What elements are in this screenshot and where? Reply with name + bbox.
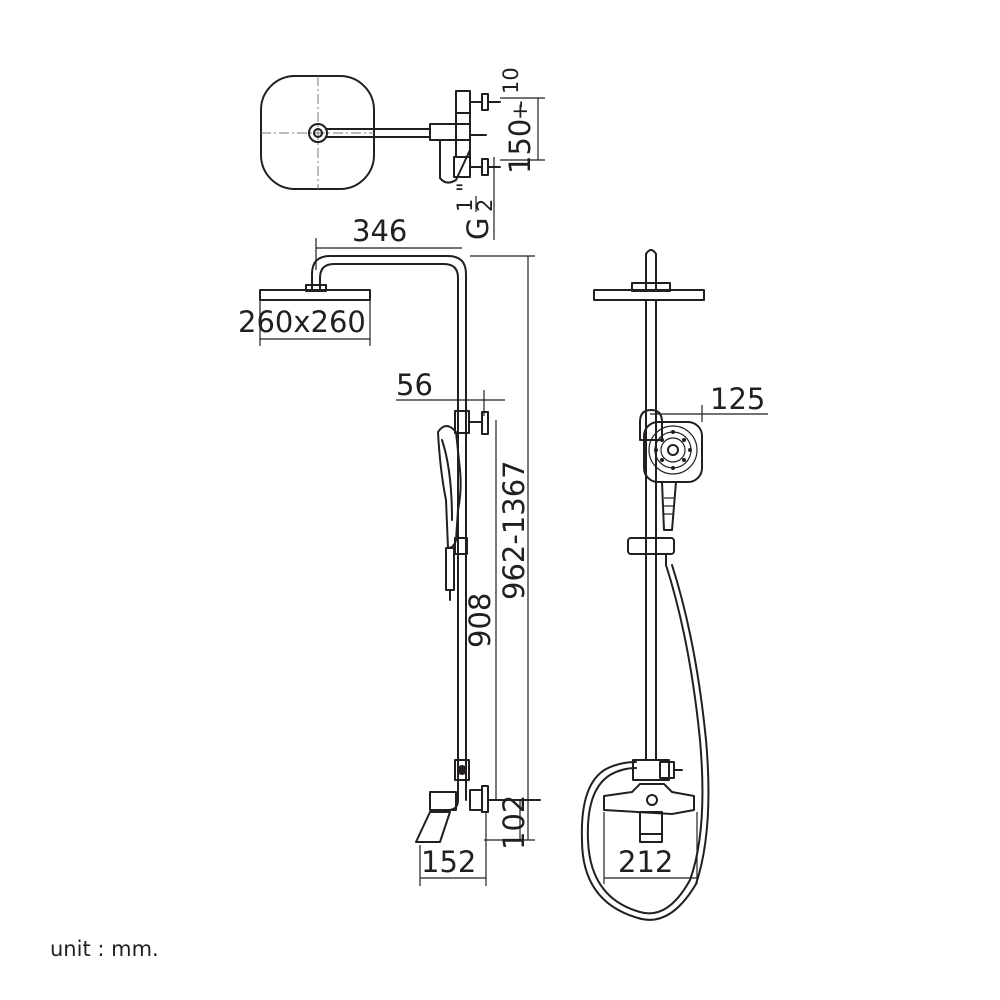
mixer-depth-label: 152: [421, 845, 476, 879]
top-view: 150 + - 10 G 1 2 ": [260, 67, 545, 240]
front-view-mixer: [603, 783, 695, 815]
top-view-arm-joint: [308, 123, 328, 143]
wall-offset-label: 56: [396, 368, 433, 402]
svg-text:": ": [453, 182, 477, 192]
rail-height-label: 908: [463, 593, 497, 648]
svg-text:1: 1: [453, 199, 477, 212]
inlet-spacing-label: 150: [503, 119, 537, 174]
adjustable-height-label: 962-1367: [497, 460, 531, 600]
arm-reach-label: 346: [352, 214, 407, 248]
svg-text:-: -: [508, 100, 532, 108]
inlet-tolerance-label: +: [508, 102, 532, 120]
mixer-height-label: 102: [497, 795, 531, 850]
front-view: 125 21: [580, 249, 768, 921]
front-view-hand-shower: [643, 421, 703, 483]
unit-label: unit : mm.: [50, 937, 159, 961]
svg-text:2: 2: [473, 199, 497, 212]
rain-head-size-label: 260x260: [238, 305, 366, 339]
hand-shower-width-label: 125: [710, 382, 765, 416]
side-view-mixer: [429, 791, 457, 811]
thread-size-label: G 1 2 ": [453, 182, 497, 240]
svg-text:G: G: [461, 218, 495, 240]
side-view-shower-arm: [311, 255, 467, 801]
svg-text:10: 10: [499, 67, 523, 94]
mixer-width-label: 212: [618, 845, 673, 879]
side-view: 346 260x260 56 908 962-1367: [238, 214, 541, 886]
front-view-hose: [586, 564, 704, 915]
